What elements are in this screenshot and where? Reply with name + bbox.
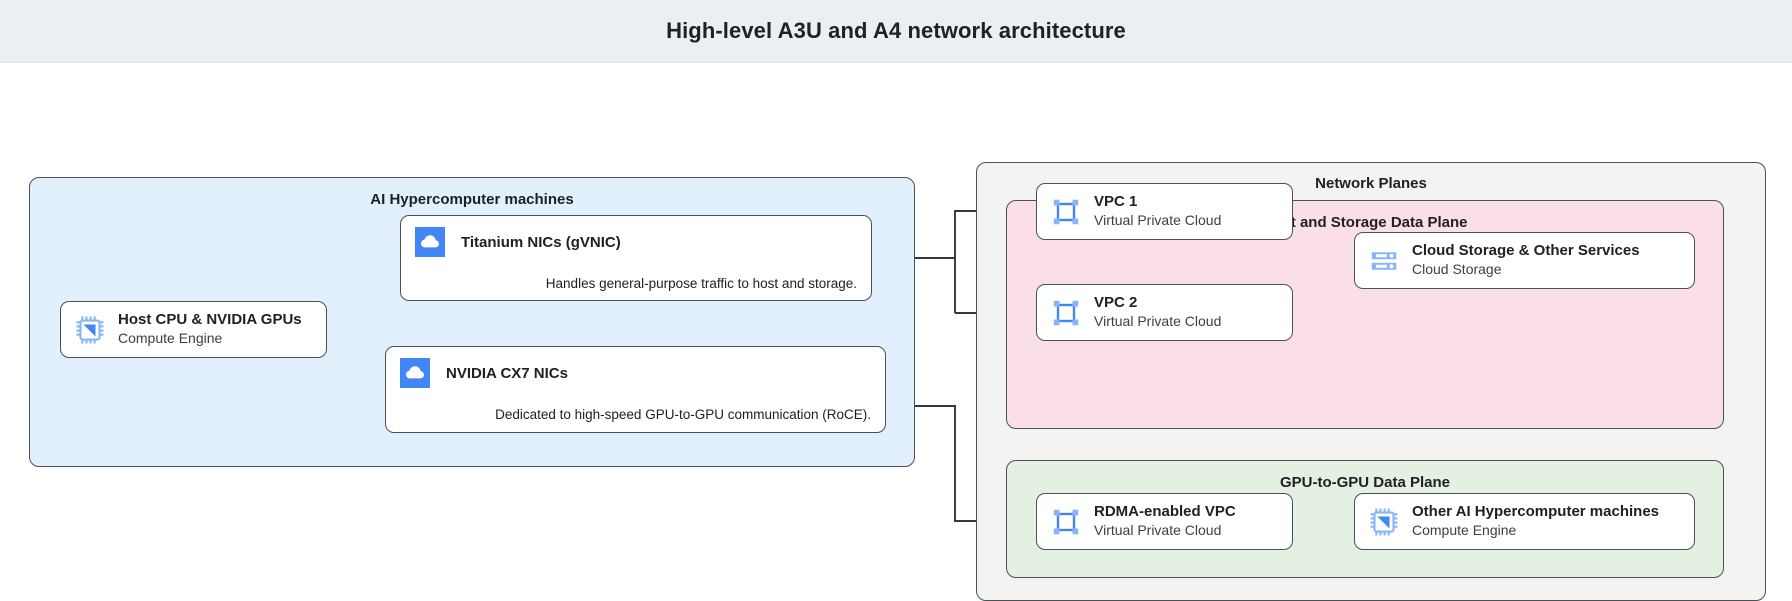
node-vpc-2[interactable]: VPC 2 Virtual Private Cloud: [1036, 284, 1293, 341]
node-host-subtitle: Compute Engine: [118, 330, 223, 347]
node-rdma-subtitle: Virtual Private Cloud: [1094, 522, 1222, 539]
node-vpc1-subtitle: Virtual Private Cloud: [1094, 212, 1222, 229]
node-other-subtitle: Compute Engine: [1412, 522, 1517, 539]
node-storage-title: Cloud Storage & Other Services: [1412, 242, 1640, 260]
vpc-network-icon: [1053, 300, 1079, 325]
node-vpc2-text: VPC 2 Virtual Private Cloud: [1094, 294, 1221, 330]
group-title-network-planes: Network Planes: [1315, 175, 1427, 192]
node-vpc1-title: VPC 1: [1094, 193, 1138, 211]
node-vpc-1[interactable]: VPC 1 Virtual Private Cloud: [1036, 183, 1293, 240]
title-bar: High-level A3U and A4 network architectu…: [0, 0, 1792, 63]
node-vpc2-title: VPC 2: [1094, 294, 1138, 312]
diagram-canvas: AI Hypercomputer machines: [0, 63, 1792, 601]
google-cloud-icon: [400, 358, 430, 388]
card-cx7-head: NVIDIA CX7 NICs: [386, 347, 885, 398]
node-other-text: Other AI Hypercomputer machines Compute …: [1412, 503, 1659, 539]
node-host-text: Host CPU & NVIDIA GPUs Compute Engine: [118, 311, 302, 347]
node-rdma-enabled-vpc[interactable]: RDMA-enabled VPC Virtual Private Cloud: [1036, 493, 1293, 550]
node-storage-subtitle: Cloud Storage: [1412, 261, 1502, 278]
vpc-network-icon: [1053, 199, 1079, 224]
node-other-title: Other AI Hypercomputer machines: [1412, 503, 1660, 521]
compute-engine-chip-icon: [76, 316, 104, 343]
card-titanium-nics[interactable]: Titanium NICs (gVNIC) Handles general-pu…: [400, 215, 872, 301]
node-host-title: Host CPU & NVIDIA GPUs: [118, 311, 302, 329]
node-vpc2-subtitle: Virtual Private Cloud: [1094, 313, 1222, 330]
node-rdma-text: RDMA-enabled VPC Virtual Private Cloud: [1094, 503, 1236, 539]
node-storage-text: Cloud Storage & Other Services Cloud Sto…: [1412, 242, 1640, 278]
group-title-host-storage-plane: Host and Storage Data Plane: [1262, 214, 1468, 231]
cloud-storage-icon: [1371, 251, 1397, 270]
card-titanium-head: Titanium NICs (gVNIC): [401, 216, 871, 267]
node-other-ai-hypercomputer-machines[interactable]: Other AI Hypercomputer machines Compute …: [1354, 493, 1695, 550]
compute-engine-chip-icon: [1370, 508, 1398, 535]
group-title-machines: AI Hypercomputer machines: [370, 191, 574, 208]
node-cloud-storage[interactable]: Cloud Storage & Other Services Cloud Sto…: [1354, 232, 1695, 289]
card-cx7-description: Dedicated to high-speed GPU-to-GPU commu…: [495, 407, 871, 422]
node-vpc1-text: VPC 1 Virtual Private Cloud: [1094, 193, 1221, 229]
card-nvidia-cx7-nics[interactable]: NVIDIA CX7 NICs Dedicated to high-speed …: [385, 346, 886, 433]
page-title: High-level A3U and A4 network architectu…: [666, 18, 1126, 43]
card-cx7-title: NVIDIA CX7 NICs: [446, 364, 568, 382]
card-titanium-title: Titanium NICs (gVNIC): [461, 233, 621, 251]
node-rdma-title: RDMA-enabled VPC: [1094, 503, 1236, 521]
vpc-network-icon: [1053, 509, 1079, 534]
google-cloud-icon: [415, 227, 445, 257]
card-titanium-description: Handles general-purpose traffic to host …: [545, 276, 857, 291]
group-title-gpu-plane: GPU-to-GPU Data Plane: [1279, 474, 1451, 491]
node-host-cpu-nvidia-gpus[interactable]: Host CPU & NVIDIA GPUs Compute Engine: [60, 301, 327, 358]
